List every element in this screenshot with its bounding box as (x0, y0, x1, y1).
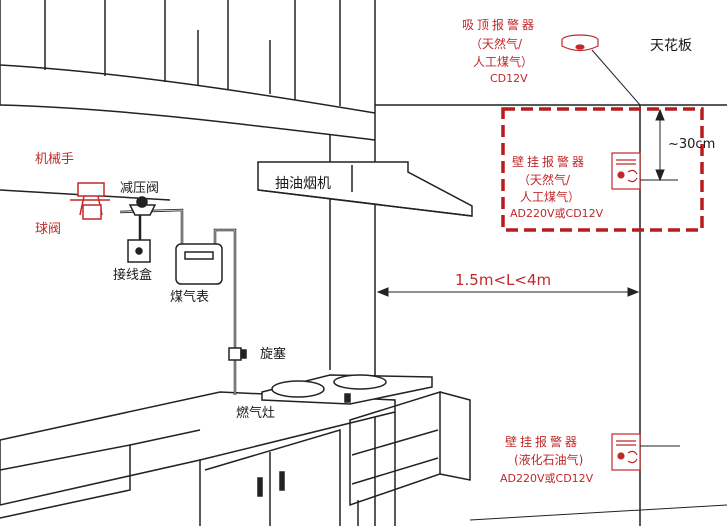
manipulator-label: 机械手 (35, 152, 74, 167)
wall-alarm-icon (611, 433, 641, 471)
gas-meter (175, 243, 223, 285)
range-hood (257, 161, 473, 217)
junction-box-label: 接线盒 (113, 267, 152, 283)
junction-box (127, 239, 151, 263)
wall-alarm-bottom-label-1: 壁挂报警器 (505, 434, 580, 449)
floor-line (469, 504, 727, 521)
ceiling-alarm-label-4: CD12V (490, 72, 528, 85)
wall-alarm-top-label-3: 人工煤气） (520, 189, 580, 204)
distance-range-label: 1.5m<L<4m (455, 271, 551, 289)
smoke-detector-icon (561, 34, 599, 52)
wall-alarm-icon (611, 152, 641, 190)
highlight-box (501, 107, 704, 232)
ceiling-distance-dimension (640, 108, 678, 182)
ceiling-detector-leader (591, 49, 641, 106)
base-cabinets (0, 390, 471, 526)
wall-alarm-bottom-label-2: (液化石油气) (514, 452, 583, 467)
wall-alarm-top-label-2: （天然气/ (518, 172, 571, 187)
gas-stove (261, 374, 433, 405)
wall-alarm-top-label-1: 壁挂报警器 (512, 154, 587, 169)
gas-meter-label: 煤气表 (170, 289, 209, 305)
ceiling-alarm-label-3: 人工煤气） (473, 54, 533, 69)
pressure-reducer-label: 减压阀 (120, 181, 159, 196)
countertop (0, 391, 396, 526)
horizontal-distance-dimension (376, 287, 640, 297)
wall-alarm-bottom-label-3: AD220V或CD12V (500, 472, 594, 485)
pressure-reducer (128, 196, 157, 216)
distance-to-ceiling-label: ~30cm (668, 137, 715, 152)
ceiling-alarm-label-2: （天然气/ (470, 36, 523, 51)
ceiling-label: 天花板 (650, 38, 692, 54)
manipulator-assembly (70, 182, 110, 220)
upper-cabinets (0, 0, 376, 141)
wall-alarm-top-label-4: AD220V或CD12V (510, 207, 604, 220)
plug-valve (228, 347, 247, 361)
ball-valve-label: 球阀 (35, 222, 61, 237)
range-hood-label: 抽油烟机 (275, 176, 331, 192)
gas-stove-label: 燃气灶 (236, 405, 275, 421)
plug-label: 旋塞 (260, 346, 286, 362)
ceiling-alarm-label-1: 吸顶报警器 (462, 17, 537, 32)
